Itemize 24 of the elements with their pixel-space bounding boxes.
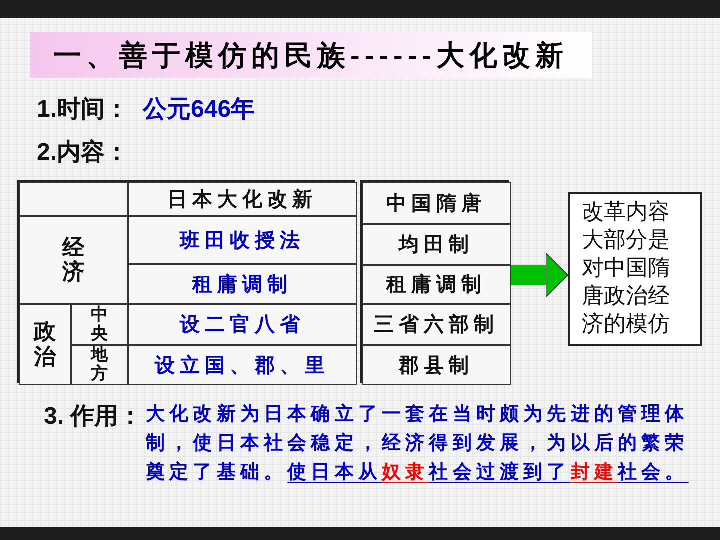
row-header: 地方 <box>91 346 108 384</box>
row-header: 政治 <box>34 320 56 369</box>
column-header: 日本大化改新 <box>168 188 318 212</box>
table-text: 三省六部制 <box>374 312 499 338</box>
row-header: 经济 <box>62 236 84 284</box>
table-text: 租庸调制 <box>192 272 292 298</box>
paragraph: 大化改新为日本确立了一套在当时颇为先进的管理体制，使日本社会稳定，经济得到发展，为以后的繁荣奠定了基础。使日本从 奴隶 社会过渡到了 封建 社会。 <box>146 402 690 485</box>
table-text: 郡县制 <box>399 354 474 378</box>
comparison-table <box>360 180 509 383</box>
date-text: 公元646年 <box>143 95 256 125</box>
table-text: 设二官八省 <box>180 312 305 338</box>
title: 一、善于模仿的民族------大化改新 <box>52 39 570 73</box>
table-text: 设立国、郡、里 <box>155 354 330 378</box>
table-text: 班田收授法 <box>180 228 305 254</box>
comparison-table <box>17 180 355 383</box>
table-text: 均田制 <box>399 233 474 258</box>
note-box <box>568 192 702 346</box>
row-header: 中央 <box>91 306 108 344</box>
section-heading: 1.时间： <box>37 95 130 125</box>
note-text: 改革内容大部分是对中国隋唐政治经济的模仿 <box>582 198 671 338</box>
section-heading: 3. 作用： <box>44 402 143 432</box>
table-text: 租庸调制 <box>386 272 486 298</box>
column-header: 中国隋唐 <box>386 192 486 216</box>
section-heading: 2.内容： <box>37 138 130 168</box>
